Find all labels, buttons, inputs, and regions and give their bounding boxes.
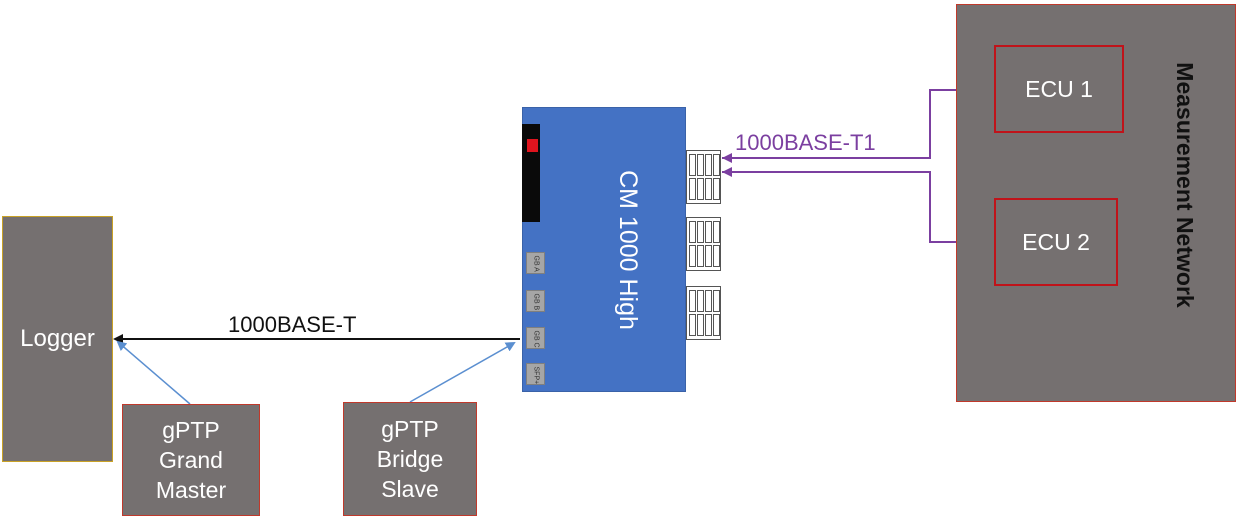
gb-a-port: GB A <box>526 252 545 274</box>
gb-c-port-label: GB C <box>532 330 540 348</box>
gb-b-port: GB B <box>526 290 545 312</box>
grand-master-line-1: gPTP <box>162 417 220 443</box>
grand-master-sync-arrow <box>116 340 191 405</box>
bridge-slave-line-3: Slave <box>381 476 439 502</box>
gptp-grand-master-box: gPTP Grand Master <box>122 404 260 516</box>
sfp-port: SFP+ <box>526 363 545 385</box>
automotive-link-label: 1000BASE-T1 <box>735 130 876 155</box>
measurement-network-title: Measurement Network <box>1172 62 1199 308</box>
gptp-bridge-slave-box: gPTP Bridge Slave <box>343 402 477 516</box>
ecu-1-label: ECU 1 <box>1025 75 1093 102</box>
t1-port-block-1 <box>686 150 721 204</box>
ecu-1-box: ECU 1 <box>994 45 1124 133</box>
gb-b-port-label: GB B <box>532 293 540 311</box>
gb-a-port-label: GB A <box>532 255 540 272</box>
bridge-slave-line-1: gPTP <box>381 416 439 442</box>
grand-master-line-3: Master <box>155 477 227 503</box>
ecu-2-label: ECU 2 <box>1022 228 1090 255</box>
sfp-port-label: SFP+ <box>532 366 540 385</box>
bridge-slave-line-2: Bridge <box>376 446 444 472</box>
gb-c-port: GB C <box>526 327 545 349</box>
t1-port-block-3 <box>686 286 721 340</box>
t1-port-block-2 <box>686 217 721 271</box>
ethernet-link-label: 1000BASE-T <box>228 312 357 337</box>
bridge-slave-sync-arrow <box>409 342 516 403</box>
logger-box: Logger <box>2 216 113 462</box>
device-label: CM 1000 High <box>614 170 643 330</box>
grand-master-line-2: Grand <box>159 447 223 473</box>
logger-label: Logger <box>20 325 95 352</box>
ecu-2-box: ECU 2 <box>994 198 1118 286</box>
status-led-icon <box>527 139 538 152</box>
cm1000-device <box>522 107 686 392</box>
ecu2-link-line <box>722 171 994 247</box>
